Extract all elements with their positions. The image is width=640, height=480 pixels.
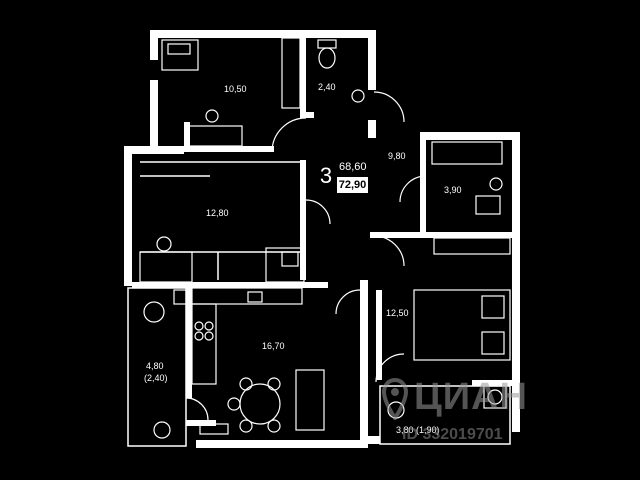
- room-label-wc: 2,40: [318, 82, 336, 92]
- room-label-bedroom-left: 12,80: [206, 208, 229, 218]
- apartment-area-badge: 3 68,60 72,90: [316, 158, 368, 194]
- room-label-balcony-left: 4,80: [146, 361, 164, 371]
- room-label-balcony-left-sub: (2,40): [144, 373, 168, 383]
- room-label-bedroom-top: 10,50: [224, 84, 247, 94]
- outer-walls: [124, 30, 520, 448]
- room-label-kitchen: 16,70: [262, 341, 285, 351]
- door-swings: [185, 91, 427, 421]
- balcony-outlines: [127, 161, 511, 447]
- location-pin-icon: [382, 378, 408, 420]
- room-label-bathroom: 3,90: [444, 185, 462, 195]
- area-living: 68,60: [339, 161, 367, 173]
- area-total: 72,90: [337, 177, 368, 193]
- rooms-count: 3: [319, 163, 333, 188]
- inner-walls: [132, 38, 520, 426]
- watermark: ЦИАН ID 332019701: [380, 376, 590, 456]
- room-label-bedroom-right: 12,50: [386, 308, 409, 318]
- furniture: [139, 37, 511, 439]
- room-label-hall: 9,80: [388, 151, 406, 161]
- room-label-balcony-right: 3,80 (1,90): [396, 425, 440, 435]
- area-box: 68,60 72,90: [337, 158, 368, 194]
- watermark-brand: ЦИАН: [414, 376, 528, 418]
- watermark-id: ID 332019701: [402, 426, 503, 443]
